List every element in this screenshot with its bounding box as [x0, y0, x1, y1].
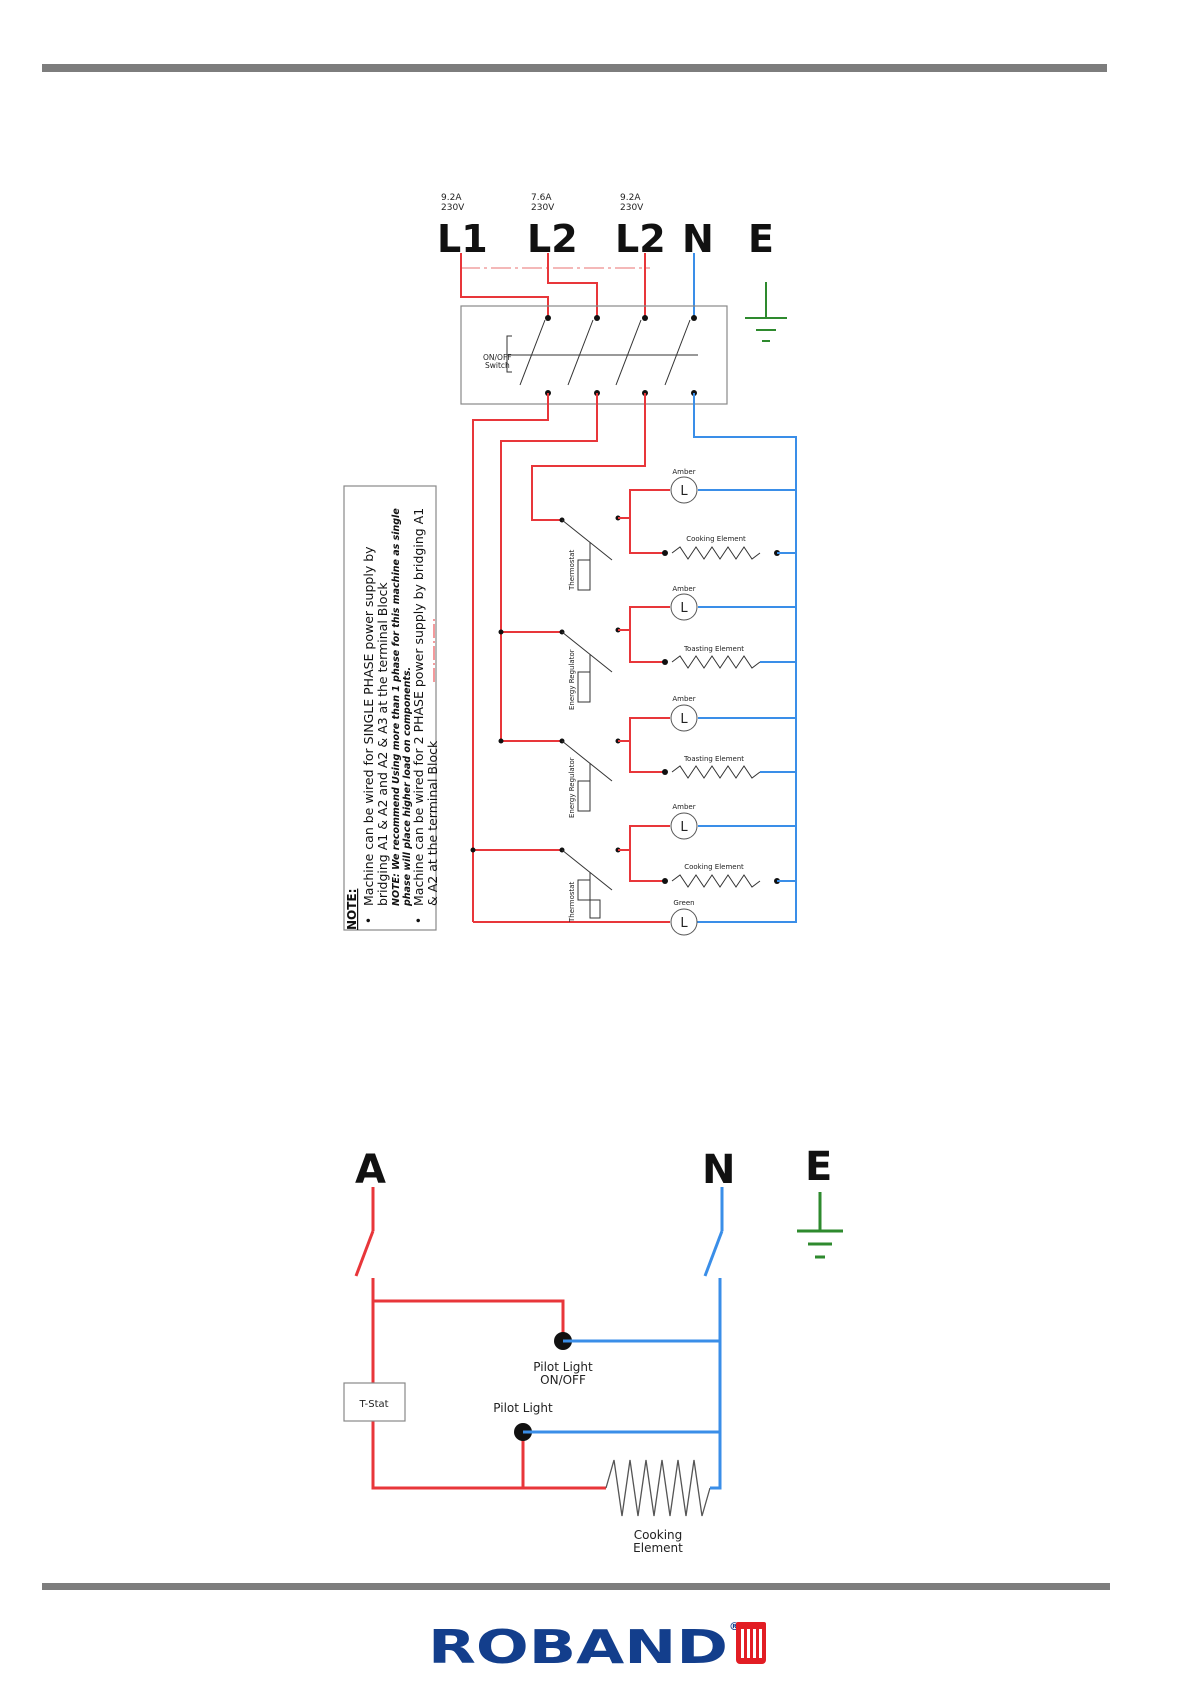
element-2-label: Toasting Element — [683, 645, 744, 653]
note-box — [343, 485, 437, 931]
wire-l1-out — [472, 393, 549, 922]
switch-label-1: ON/OFF — [483, 353, 512, 362]
onoff-switch-box — [460, 305, 728, 405]
neutral-switch-blade — [703, 1230, 724, 1277]
terminal-n: N — [682, 217, 714, 261]
neutral-bus — [710, 1278, 722, 1490]
rating-l2b-amps: 9.2A — [620, 193, 641, 203]
element-1-label: Cooking Element — [686, 535, 746, 543]
bottom-wiring-diagram: A N E T-Stat Pilot Light ON/OFF Pilot Li… — [343, 1144, 843, 1555]
note-bullet-2-line-1: Machine can be wired for 2 PHASE power s… — [411, 508, 426, 906]
terminal-e-bottom: E — [805, 1144, 832, 1190]
note-text: NOTE: • Machine can be wired for SINGLE … — [345, 508, 440, 930]
control-1-label: Thermostat — [568, 549, 576, 591]
lamp-5-label: Green — [673, 899, 694, 907]
control-4-label: Thermostat — [568, 881, 576, 923]
switch-contacts — [506, 319, 698, 386]
lamp-4-label: Amber — [672, 803, 695, 811]
terminal-a: A — [355, 1147, 386, 1193]
note-bullet-1-dot: • — [362, 917, 376, 924]
lamp-2-label: Amber — [672, 585, 695, 593]
wire-l2b-out — [531, 393, 646, 521]
lamp-1-label: Amber — [672, 468, 695, 476]
lamp-2-symbol: L — [680, 601, 688, 616]
note-warning-line-1: NOTE: We recommend Using more than 1 pha… — [391, 508, 402, 906]
roband-flame-icon — [736, 1622, 766, 1664]
pilot-onoff-label-2: ON/OFF — [540, 1373, 586, 1387]
element-label-1: Cooking — [634, 1528, 683, 1542]
pilot-onoff-label-1: Pilot Light — [533, 1360, 593, 1374]
header-rule — [42, 64, 1107, 72]
tstat-label: T-Stat — [358, 1399, 388, 1410]
lamp-3-symbol: L — [680, 712, 688, 727]
element-label-2: Element — [633, 1541, 683, 1555]
tstat-box — [343, 1382, 406, 1422]
rung-1: L Amber Cooking Element Thermostat — [559, 468, 796, 591]
green-lamp: L Green — [670, 899, 698, 936]
earth-symbol — [745, 282, 787, 342]
terminal-n-bottom: N — [702, 1147, 735, 1193]
note-warning-line-2: phase will place higher load on componen… — [402, 667, 413, 907]
rating-l2a-amps: 7.6A — [531, 193, 552, 203]
wire-l2a-in — [547, 253, 598, 318]
rung-3: L Amber Toasting Element Energy Regulato… — [559, 695, 796, 818]
lamp-3-label: Amber — [672, 695, 695, 703]
terminal-l1: L1 — [437, 217, 488, 261]
rating-l1-amps: 9.2A — [441, 193, 462, 203]
note-heading: NOTE: — [345, 889, 359, 930]
note-bullet-1-line-1: Machine can be wired for SINGLE PHASE po… — [361, 546, 376, 906]
terminal-e: E — [748, 217, 774, 261]
switch-label-2: Switch — [485, 361, 510, 370]
rating-l2a-volts: 230V — [531, 203, 555, 213]
footer-rule — [42, 1583, 1110, 1590]
element-3-label: Toasting Element — [683, 755, 744, 763]
terminal-l2a: L2 — [527, 217, 578, 261]
control-rungs: L Amber Cooking Element Thermostat L Amb — [559, 468, 796, 936]
rating-l2b-volts: 230V — [620, 203, 644, 213]
wire-bottom-return — [371, 1421, 606, 1490]
note-bullet-1-line-2: bridging A1 & A2 and A2 & A3 at the term… — [375, 582, 390, 906]
pilot-label: Pilot Light — [493, 1401, 553, 1415]
live-switch-blade — [354, 1230, 375, 1277]
cooking-element-resistor — [605, 1459, 711, 1517]
roband-logo: ROBAND ® — [428, 1620, 766, 1674]
lamp-5-symbol: L — [680, 916, 688, 931]
rung-2: L Amber Toasting Element Energy Regulato… — [559, 585, 796, 710]
wire-l2a-out — [500, 393, 598, 741]
earth-symbol-bottom — [797, 1192, 843, 1259]
rating-l1-volts: 230V — [441, 203, 465, 213]
wire-n-out — [690, 393, 797, 923]
lamp-4-symbol: L — [680, 820, 688, 835]
wire-l1-in — [460, 253, 549, 318]
control-3-label: Energy Regulator — [568, 757, 576, 818]
control-2-label: Energy Regulator — [568, 649, 576, 710]
brand-name: ROBAND — [428, 1620, 728, 1674]
terminal-l2b: L2 — [615, 217, 666, 261]
wire-pilot-onoff — [373, 1299, 565, 1341]
note-bullet-2-line-2: & A2 at the terminal Block — [425, 740, 440, 906]
element-4-label: Cooking Element — [684, 863, 744, 871]
lamp-1-symbol: L — [680, 484, 688, 499]
note-bullet-2-dot: • — [412, 917, 426, 924]
top-wiring-diagram: 9.2A 230V 7.6A 230V 9.2A 230V L1 L2 L2 N… — [343, 193, 797, 936]
rung-4: L Amber Cooking Element Thermostat — [559, 803, 796, 923]
registered-mark: ® — [729, 1620, 740, 1633]
